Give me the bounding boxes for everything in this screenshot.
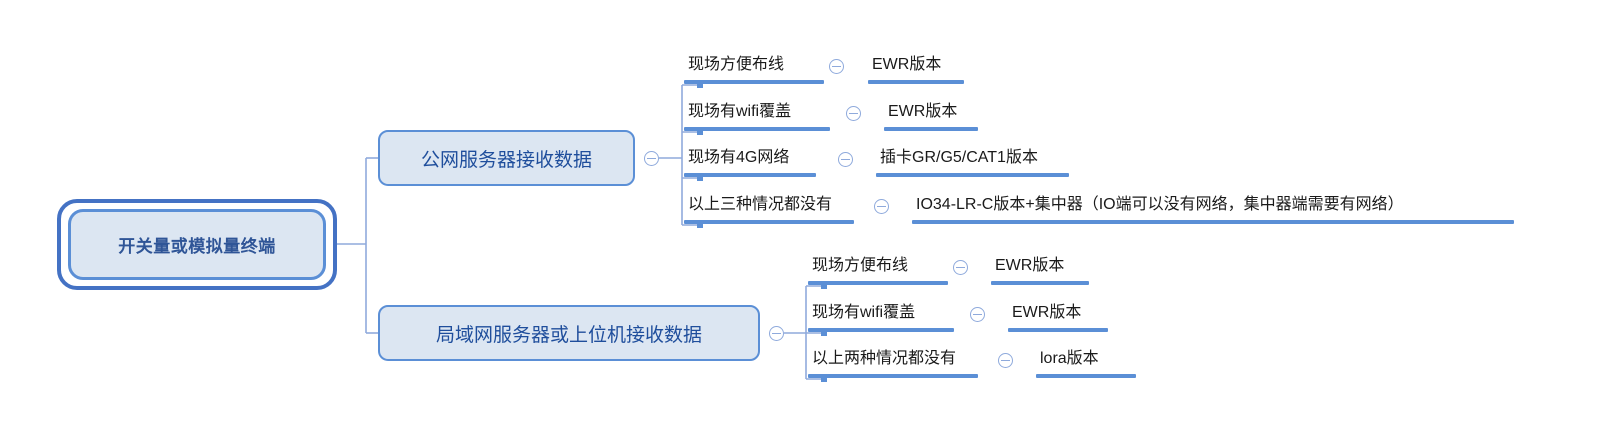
leaf-result[interactable]: EWR版本: [884, 99, 978, 131]
leaf-condition-label: 现场方便布线: [688, 56, 785, 73]
leaf-result-label: lora版本: [1040, 350, 1099, 367]
leaf-underline: [684, 220, 854, 224]
root-node[interactable]: 开关量或模拟量终端: [68, 209, 326, 280]
leaf-condition-label: 现场有4G网络: [688, 149, 790, 166]
leaf-condition[interactable]: 以上三种情况都没有: [684, 192, 854, 224]
leaf-result[interactable]: IO34-LR-C版本+集中器（IO端可以没有网络，集中器端需要有网络）: [912, 192, 1514, 224]
leaf-result-label: EWR版本: [1012, 304, 1082, 321]
leaf-underline: [884, 127, 978, 131]
leaf-condition[interactable]: 现场有4G网络: [684, 145, 816, 177]
leaf-result[interactable]: EWR版本: [991, 253, 1089, 285]
collapse-toggle-lan-network[interactable]: [769, 326, 784, 341]
leaf-underline: [808, 374, 978, 378]
leaf-underline: [684, 80, 824, 84]
collapse-toggle-leaf[interactable]: [874, 199, 889, 214]
leaf-result[interactable]: EWR版本: [868, 52, 964, 84]
leaf-condition-label: 现场有wifi覆盖: [688, 103, 792, 120]
leaf-underline: [1036, 374, 1136, 378]
collapse-toggle-leaf[interactable]: [970, 307, 985, 322]
leaf-condition[interactable]: 现场有wifi覆盖: [684, 99, 830, 131]
leaf-result[interactable]: lora版本: [1036, 346, 1136, 378]
branch-node-lan-network-label: 局域网服务器或上位机接收数据: [435, 324, 702, 346]
branch-node-public-network-label: 公网服务器接收数据: [420, 149, 592, 171]
leaf-underline: [808, 328, 954, 332]
leaf-result[interactable]: 插卡GR/G5/CAT1版本: [876, 145, 1069, 177]
leaf-underline: [684, 127, 830, 131]
leaf-result[interactable]: EWR版本: [1008, 300, 1108, 332]
leaf-result-label: IO34-LR-C版本+集中器（IO端可以没有网络，集中器端需要有网络）: [916, 196, 1404, 213]
collapse-toggle-leaf[interactable]: [846, 106, 861, 121]
leaf-underline: [868, 80, 964, 84]
leaf-underline: [1008, 328, 1108, 332]
leaf-result-label: EWR版本: [995, 257, 1065, 274]
leaf-condition[interactable]: 现场方便布线: [808, 253, 948, 285]
leaf-result-label: EWR版本: [888, 103, 958, 120]
leaf-condition-label: 现场有wifi覆盖: [812, 304, 916, 321]
leaf-condition[interactable]: 现场有wifi覆盖: [808, 300, 954, 332]
leaf-underline: [912, 220, 1514, 224]
collapse-toggle-leaf[interactable]: [998, 353, 1013, 368]
collapse-toggle-leaf[interactable]: [953, 260, 968, 275]
leaf-condition[interactable]: 现场方便布线: [684, 52, 824, 84]
leaf-underline: [684, 173, 816, 177]
leaf-result-label: 插卡GR/G5/CAT1版本: [880, 149, 1038, 166]
leaf-result-label: EWR版本: [872, 56, 942, 73]
leaf-underline: [991, 281, 1089, 285]
leaf-underline: [808, 281, 948, 285]
leaf-condition-label: 现场方便布线: [812, 257, 909, 274]
branch-node-public-network[interactable]: 公网服务器接收数据: [378, 130, 635, 186]
leaf-condition[interactable]: 以上两种情况都没有: [808, 346, 978, 378]
leaf-underline: [876, 173, 1069, 177]
leaf-condition-label: 以上两种情况都没有: [812, 350, 957, 367]
leaf-condition-label: 以上三种情况都没有: [688, 196, 833, 213]
collapse-toggle-leaf[interactable]: [829, 59, 844, 74]
collapse-toggle-leaf[interactable]: [838, 152, 853, 167]
branch-node-lan-network[interactable]: 局域网服务器或上位机接收数据: [378, 305, 760, 361]
collapse-toggle-public-network[interactable]: [644, 151, 659, 166]
root-node-label: 开关量或模拟量终端: [118, 237, 276, 256]
